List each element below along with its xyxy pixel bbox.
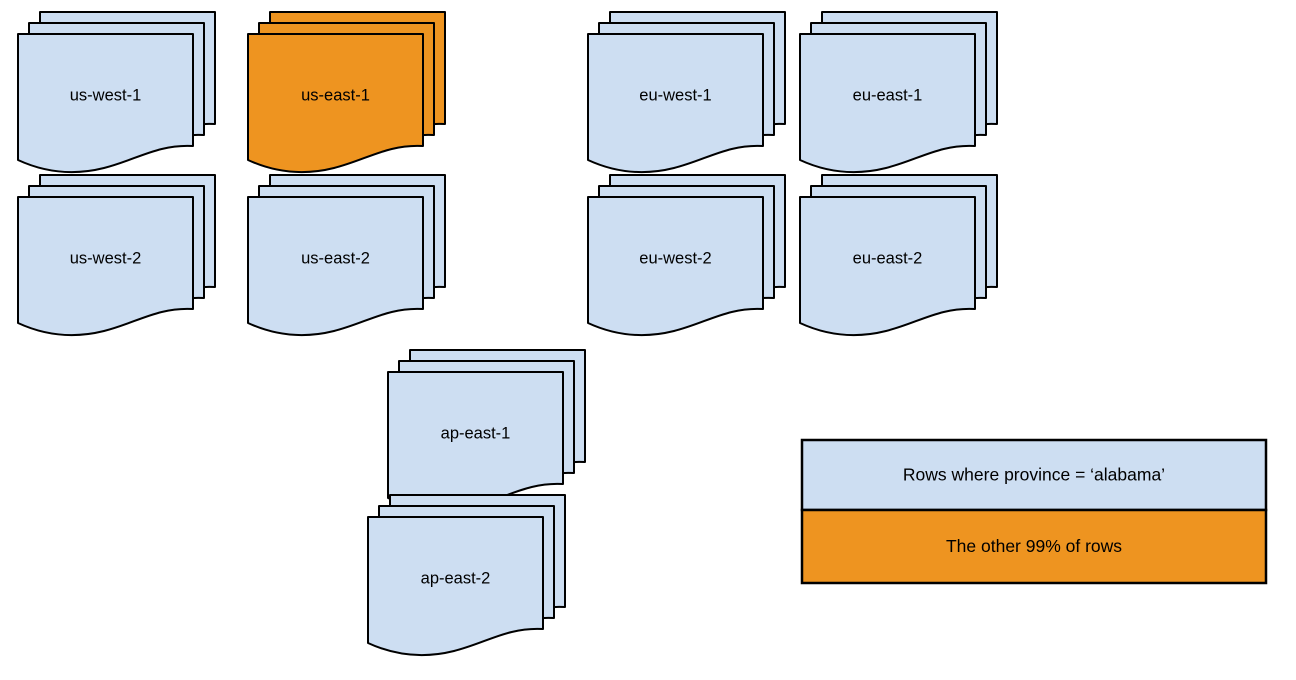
document-stack-eu-west-2[interactable]: eu-west-2 xyxy=(587,174,786,337)
stack-label-ap-east-1: ap-east-1 xyxy=(441,424,511,442)
document-stack-eu-east-1[interactable]: eu-east-1 xyxy=(799,11,998,174)
legend-row-other-swatch xyxy=(800,508,1268,585)
stack-label-us-east-1: us-east-1 xyxy=(301,86,370,104)
stack-label-us-east-2: us-east-2 xyxy=(301,249,370,267)
document-stack-ap-east-2[interactable]: ap-east-2 xyxy=(367,494,566,657)
legend-row-other-label: The other 99% of rows xyxy=(946,536,1122,556)
stack-label-eu-east-1: eu-east-1 xyxy=(853,86,923,104)
stack-label-eu-east-2: eu-east-2 xyxy=(853,249,923,267)
document-stack-eu-west-1[interactable]: eu-west-1 xyxy=(587,11,786,174)
document-stack-us-west-2[interactable]: us-west-2 xyxy=(17,174,216,337)
stack-label-eu-west-2: eu-west-2 xyxy=(639,249,711,267)
document-stack-us-east-1[interactable]: us-east-1 xyxy=(247,11,446,174)
document-stack-eu-east-2[interactable]: eu-east-2 xyxy=(799,174,998,337)
document-stack-us-west-1[interactable]: us-west-1 xyxy=(17,11,216,174)
legend-row-alabama-label: Rows where province = ‘alabama’ xyxy=(903,465,1165,485)
stack-label-ap-east-2: ap-east-2 xyxy=(421,569,491,587)
document-stack-us-east-2[interactable]: us-east-2 xyxy=(247,174,446,337)
stacks-layer: us-west-1 us-east-1 eu-west-1 eu-east-1 us-w… xyxy=(17,11,998,657)
document-stack-ap-east-1[interactable]: ap-east-1 xyxy=(387,349,586,512)
legend-row-alabama-swatch xyxy=(800,438,1268,512)
stack-label-us-west-2: us-west-2 xyxy=(70,249,142,267)
stack-label-us-west-1: us-west-1 xyxy=(70,86,142,104)
legend: Rows where province = ‘alabama’ The other… xyxy=(800,438,1268,585)
stack-label-eu-west-1: eu-west-1 xyxy=(639,86,711,104)
